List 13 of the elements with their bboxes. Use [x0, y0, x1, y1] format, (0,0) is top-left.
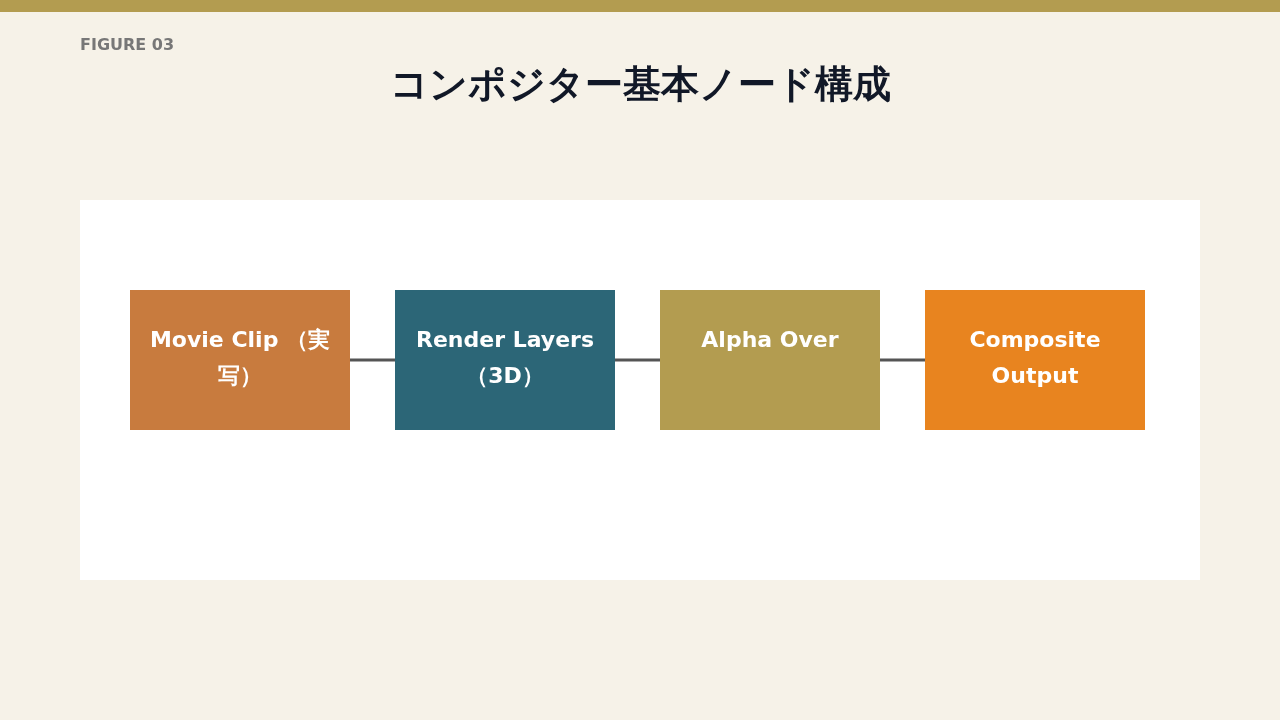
process-box [130, 290, 350, 430]
process-box [925, 290, 1145, 430]
node-label: Movie Clip （実写） [148, 326, 332, 390]
process-box [660, 290, 880, 430]
title: コンポジター基本ノード構成 [389, 61, 891, 108]
figure-label: FIGURE 03 [80, 34, 175, 56]
node-label: Alpha Over [701, 326, 839, 354]
connector-line [615, 358, 660, 362]
connector-line [350, 358, 395, 362]
node-label: Render Layers （3D） [414, 326, 596, 390]
connector-line [880, 358, 925, 362]
node-label: Composite Output [968, 326, 1102, 390]
process-box [395, 290, 615, 430]
